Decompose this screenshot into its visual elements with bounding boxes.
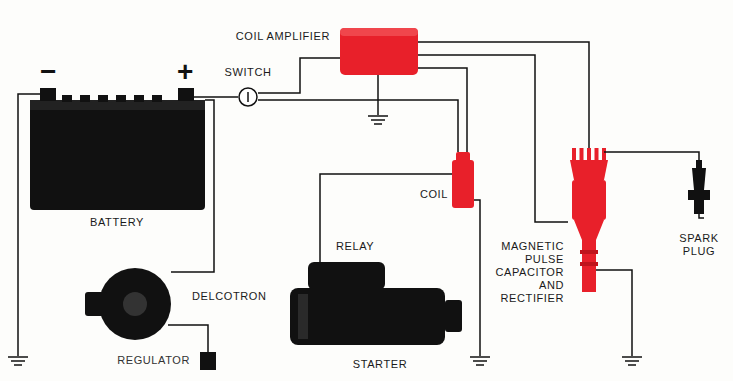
coil-node: COIL [452,152,474,208]
switch-node: SWITCH [238,87,258,107]
wire [182,100,214,272]
wire [205,97,238,98]
wire [418,68,467,152]
wire [182,325,208,352]
coil-amplifier-node: COIL AMPLIFIER [340,28,418,75]
terminal-sign: − [40,58,56,86]
regulator-illustration [200,352,216,370]
delcotron-node: DELCOTRON [85,268,182,340]
component-label: COIL AMPLIFIER [236,30,330,43]
component-label: BATTERY [90,216,144,229]
wire-line [418,55,568,222]
wire-line [182,100,214,272]
starter-illustration [290,262,462,345]
component-label: SPARK PLUG [674,232,724,258]
spark-plug-node: SPARK PLUG [688,160,710,215]
spark-plug-illustration [688,160,710,218]
wire-line [610,152,699,160]
wire-line [418,42,589,148]
distributor-node: MAGNETIC PULSE CAPACITOR AND RECTIFIER [568,148,610,292]
component-label: REGULATOR [117,354,190,367]
component-label: RELAY [336,240,374,253]
component-label: STARTER [353,358,408,371]
wire [418,55,568,222]
battery-illustration [8,88,205,365]
wire [610,152,699,160]
wire-line [258,100,458,152]
battery-node: BATTERY [30,85,205,210]
switch-symbol [239,88,257,106]
coil-illustration [452,152,490,365]
component-label: SWITCH [225,66,272,79]
starter-node: STARTER [290,288,445,345]
wire [320,174,452,262]
wire-line [205,96,238,98]
terminal-sign: + [177,58,193,86]
wire-line [418,68,467,152]
distributor-illustration [570,148,642,365]
wire-line [320,174,452,262]
wire [258,100,458,152]
component-label: DELCOTRON [192,290,266,303]
amplifier-illustration [340,28,418,124]
regulator-node: REGULATOR [200,352,216,370]
wire [418,42,589,148]
relay-node: RELAY [308,262,385,290]
alternator-illustration [85,268,182,340]
wire-line [182,325,208,352]
component-label: MAGNETIC PULSE CAPACITOR AND RECTIFIER [482,240,564,305]
component-label: COIL [420,188,448,201]
